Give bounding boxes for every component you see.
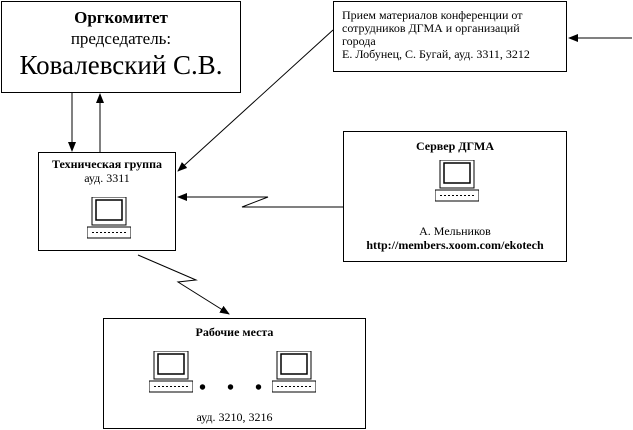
reception-box: Прием материалов конференции от сотрудни… — [333, 1, 567, 72]
reception-line: Прием материалов конференции от — [342, 8, 523, 22]
workplaces-box: Рабочие места • • • ауд. 3210, 3216 — [103, 318, 366, 429]
server-person: А. Мельников — [419, 224, 491, 238]
computer-icon — [271, 350, 317, 398]
computer-icon — [86, 196, 132, 244]
org-chair-name: Ковалевский С.В. — [19, 50, 223, 80]
arrow-reception-to-tech — [177, 29, 334, 172]
org-role: председатель: — [70, 29, 172, 48]
ellipsis-dots: • • • — [198, 377, 270, 399]
server-url[interactable]: http://members.xoom.com/ekotech — [366, 238, 544, 252]
tech-title: Техническая группа — [51, 157, 163, 171]
tech-room: ауд. 3311 — [84, 171, 130, 185]
reception-line: сотрудников ДГМА и организаций — [342, 21, 520, 35]
server-title: Сервер ДГМА — [415, 139, 495, 153]
workplaces-rooms: ауд. 3210, 3216 — [196, 410, 273, 424]
org-title: Оргкомитет — [74, 8, 168, 27]
arrow-server-to-tech — [177, 193, 343, 208]
computer-icon — [434, 159, 480, 207]
org-committee-box: Оргкомитет председатель: Ковалевский С.В… — [1, 1, 241, 93]
workplaces-title: Рабочие места — [195, 325, 274, 339]
tech-group-box: Техническая группа ауд. 3311 — [38, 152, 176, 251]
server-box: Сервер ДГМА А. Мельников http://members.… — [343, 131, 567, 262]
arrow-tech-to-workplaces — [137, 254, 230, 315]
reception-line: города — [342, 34, 376, 48]
reception-line: Е. Лобунец, С. Бугай, ауд. 3311, 3212 — [342, 47, 530, 61]
computer-icon — [148, 350, 194, 398]
